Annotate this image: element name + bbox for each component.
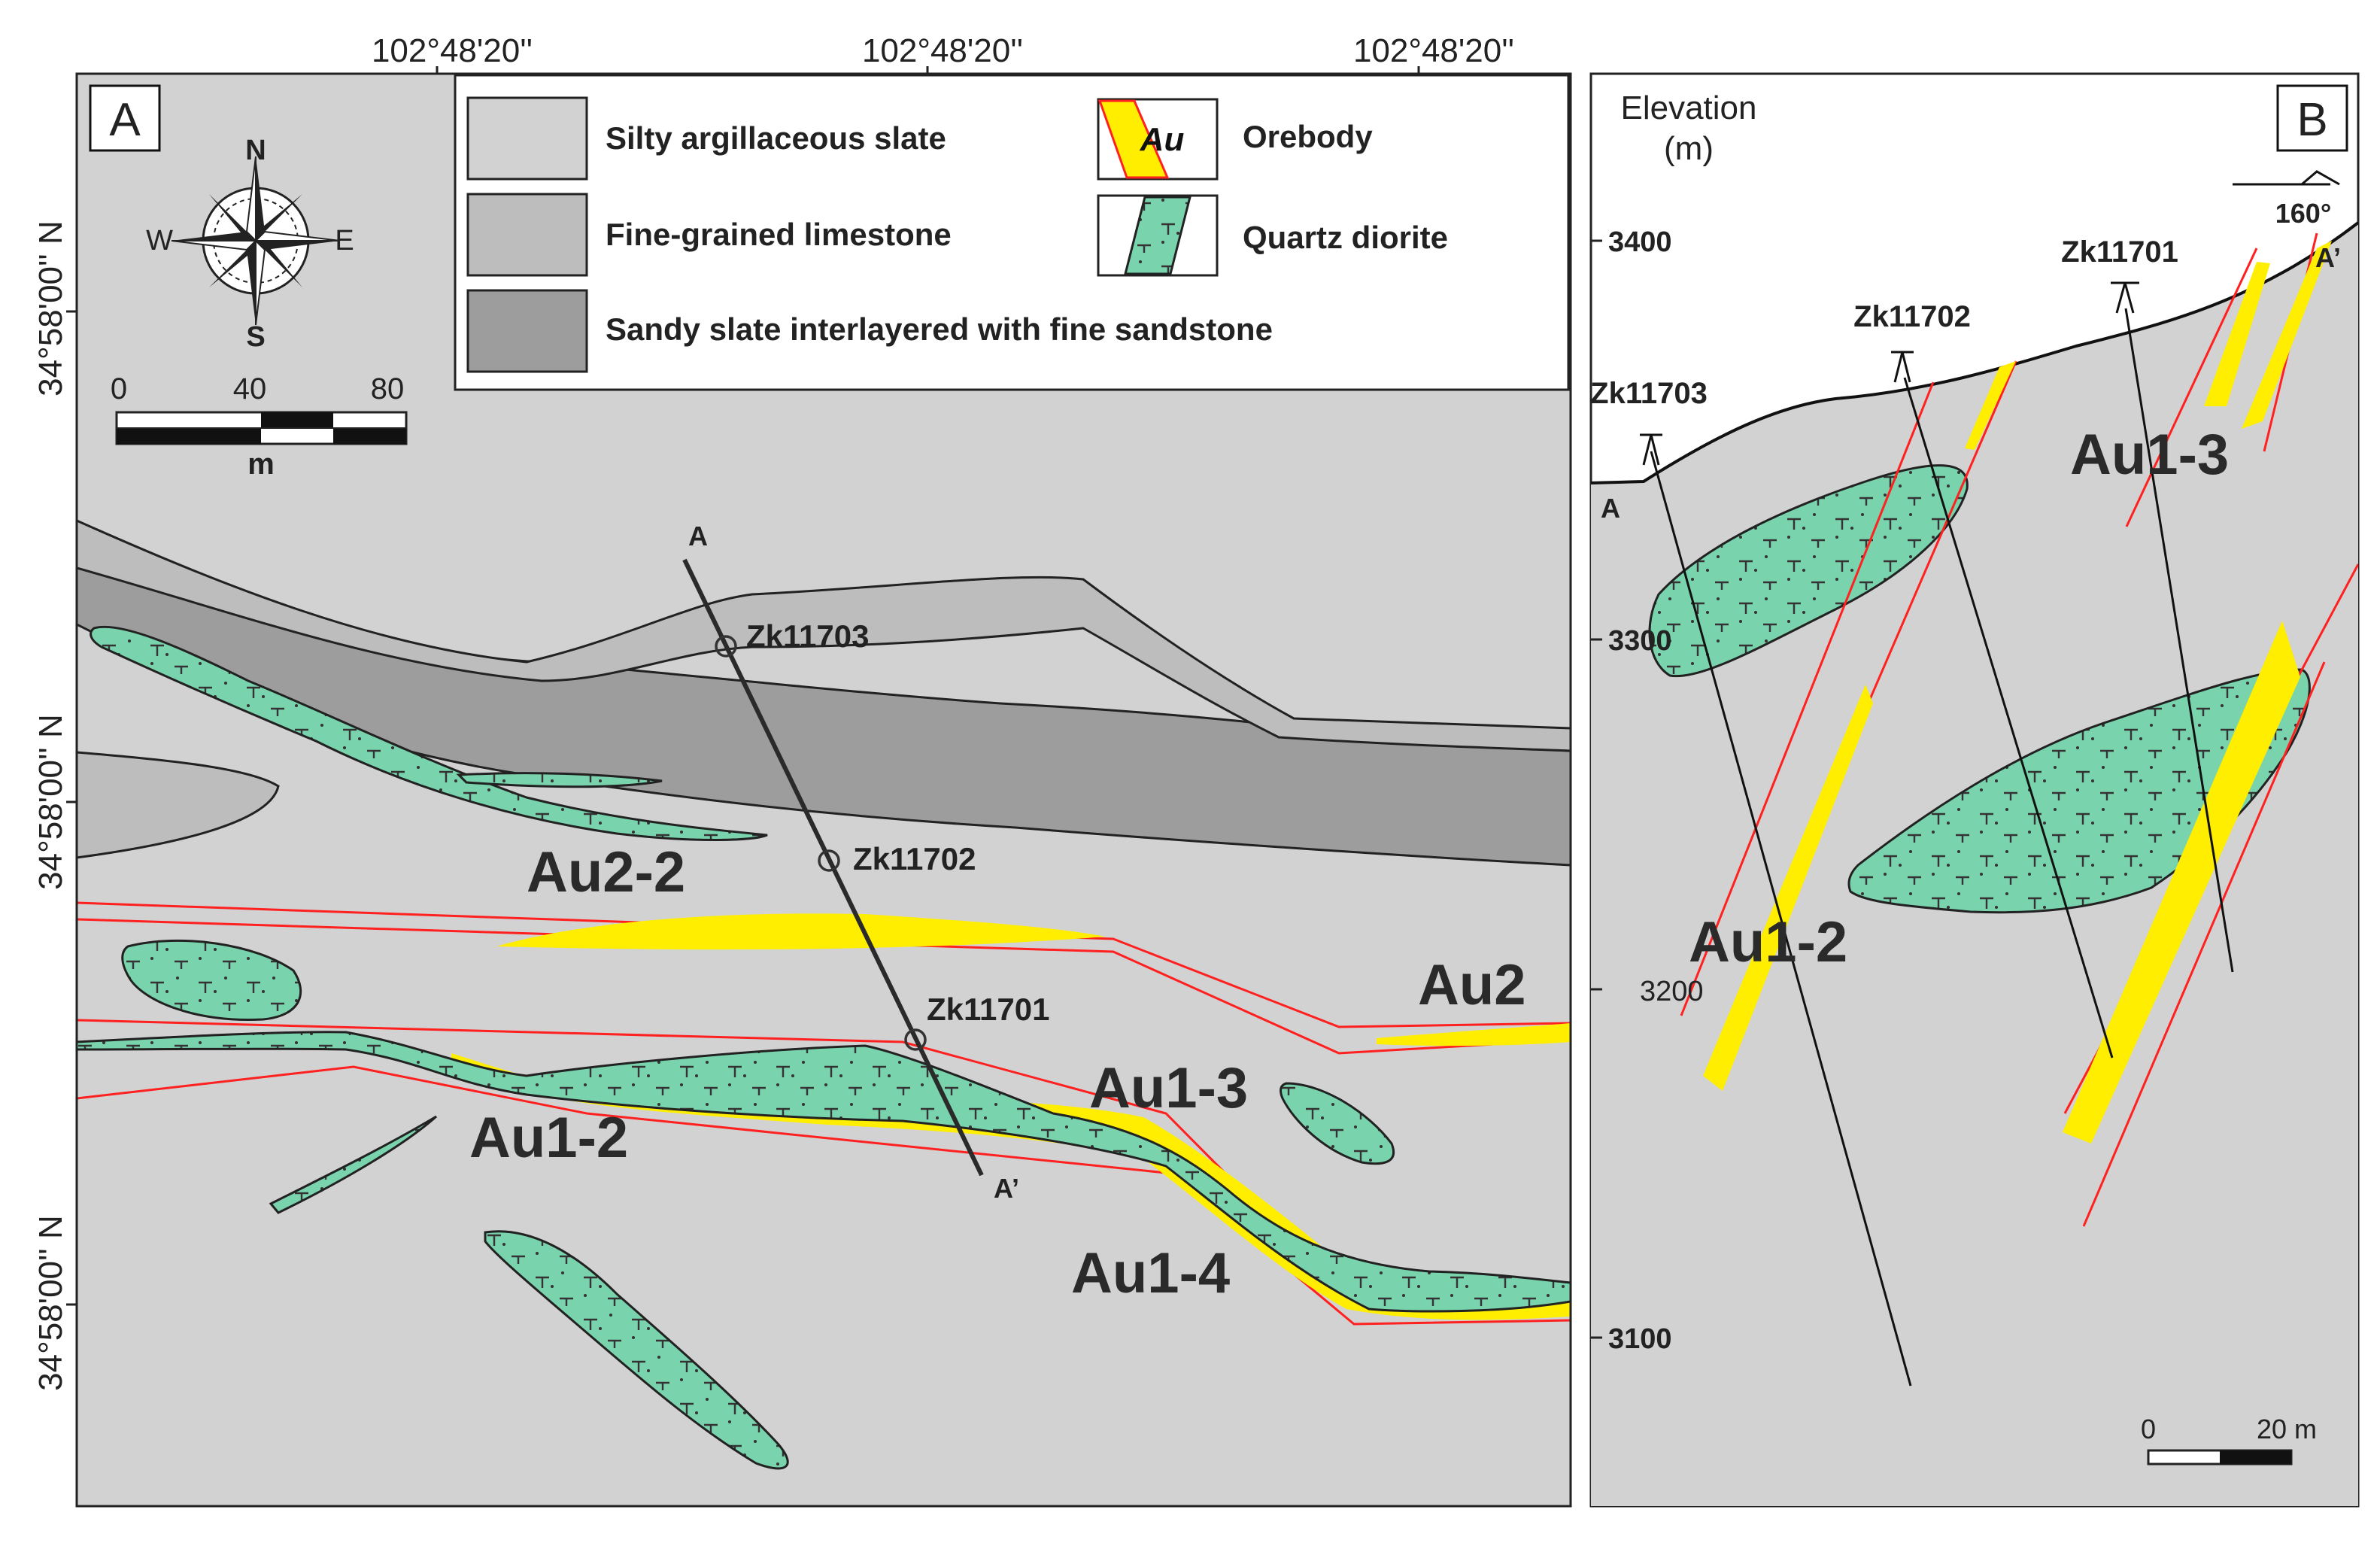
drillhole-zk11701-marker — [904, 1028, 927, 1051]
diorite-thin-dyke — [269, 1115, 438, 1214]
section-orebody-upper-1 — [1965, 361, 2016, 450]
section-orebody-au1-3 — [2063, 621, 2300, 1144]
drillhole-zk11702-marker — [818, 849, 840, 872]
top-coord-3: 102°48'20'' — [1353, 32, 1514, 69]
legend-label-limestone: Fine-grained limestone — [606, 217, 952, 252]
section-drillhole-collars — [1640, 281, 2139, 466]
panel-b-label: B — [2297, 94, 2327, 146]
scale-bar-a — [115, 411, 408, 445]
elevation-3200: 3200 — [1640, 976, 1704, 1007]
drillhole-zk11703-marker — [715, 635, 737, 658]
legend-orebody-symbol: Au — [1140, 121, 1185, 158]
legend-label-orebody: Orebody — [1243, 119, 1373, 154]
drillhole-zk11702-label: Zk11702 — [853, 841, 976, 876]
legend-orebody-shape — [1097, 99, 1170, 179]
axis-title-unit: (m) — [1664, 130, 1714, 167]
scale-a-unit: m — [247, 448, 275, 481]
compass-e: E — [335, 225, 354, 257]
panel-a-label-box — [89, 84, 161, 152]
section-drillholes — [1650, 308, 2234, 1387]
topography-line — [1591, 221, 2358, 484]
diorite-central-band — [77, 1031, 1571, 1313]
orebody-label-au1-4: Au1-4 — [1071, 1241, 1230, 1305]
scale-bar-b — [2147, 1449, 2293, 1466]
elevation-3300: 3300 — [1608, 625, 1672, 657]
panel-b-section: Elevation (m) 3400 3300 3200 3100 B 160°… — [1589, 72, 2360, 1508]
section-start-label: A — [688, 521, 708, 551]
azimuth-icon — [2233, 170, 2340, 186]
top-coord-2: 102°48'20'' — [862, 32, 1023, 69]
axis-title-elevation: Elevation — [1620, 90, 1756, 126]
left-coord-2: 34°58'00'' N — [32, 714, 69, 890]
scale-b-tick-0: 0 — [2141, 1414, 2156, 1444]
scale-a-tick-40: 40 — [233, 372, 267, 405]
orebody-label-au1-3: Au1-3 — [1089, 1056, 1248, 1120]
legend: Silty argillaceous slate Fine-grained li… — [454, 74, 1570, 391]
orebody-label-au2-2: Au2-2 — [527, 840, 685, 904]
section-zk11703-label: Zk11703 — [1590, 377, 1708, 410]
panel-a-frame — [75, 72, 1572, 1508]
panel-a-map: 102°48'20'' 102°48'20'' 102°48'20'' 34°5… — [32, 32, 1572, 1508]
panel-b-label-box — [2276, 84, 2348, 152]
scale-a-tick-80: 80 — [371, 372, 405, 405]
legend-diorite-shape — [1124, 196, 1192, 275]
limestone-band — [77, 519, 1571, 752]
azimuth-label: 160° — [2275, 198, 2331, 229]
section-line-a-a — [682, 558, 984, 1177]
diorite-thin-lens — [456, 772, 663, 788]
legend-label-silty-slate: Silty argillaceous slate — [606, 120, 946, 156]
section-orebody-upper-3 — [2242, 241, 2332, 429]
section-orebody-upper-2 — [2204, 262, 2270, 406]
slate-lens — [77, 751, 280, 859]
legend-frame — [454, 74, 1570, 391]
compass-s: S — [246, 321, 265, 353]
section-label-au1-2: Au1-2 — [1689, 910, 1847, 974]
section-zk11701-label: Zk11701 — [2061, 235, 2178, 269]
scale-a-tick-0: 0 — [111, 372, 127, 405]
drillhole-zk11703-label: Zk11703 — [746, 618, 870, 654]
compass-w: W — [146, 225, 173, 257]
top-coord-1: 102°48'20'' — [372, 32, 533, 69]
orebody-au2 — [1377, 1023, 1571, 1046]
drillhole-zk11701-label: Zk11701 — [927, 992, 1050, 1027]
diorite-left-ellipse — [121, 939, 302, 1022]
legend-swatch-sandy-slate — [466, 289, 588, 373]
orebody-label-au2: Au2 — [1418, 953, 1526, 1017]
left-coord-3: 34°58'00'' N — [32, 1215, 69, 1391]
section-label-au1-3: Au1-3 — [2070, 423, 2229, 487]
diorite-small-ellipse — [1280, 1082, 1395, 1165]
left-coord-1: 34°58'00'' N — [32, 220, 69, 396]
legend-label-sandy-slate: Sandy slate interlayered with fine sands… — [606, 311, 1273, 347]
orebody-label-au1-2: Au1-2 — [469, 1106, 628, 1170]
section-orebody-au1-2 — [1703, 685, 1873, 1091]
scale-b-tick-20: 20 m — [2257, 1414, 2317, 1444]
section-b-start: A — [1601, 493, 1620, 524]
diorite-lower-body — [484, 1230, 789, 1470]
section-zk11702-label: Zk11702 — [1853, 300, 1971, 333]
legend-swatch-limestone — [466, 193, 588, 277]
elevation-3400: 3400 — [1608, 226, 1672, 258]
compass-n: N — [245, 135, 266, 166]
orebody-au2-2 — [496, 913, 1106, 950]
section-b-end: A’ — [2315, 242, 2341, 273]
section-end-label: A’ — [994, 1173, 1019, 1204]
panel-a-label: A — [109, 94, 141, 146]
legend-swatch-silty-slate — [466, 96, 588, 181]
legend-label-diorite: Quartz diorite — [1243, 220, 1448, 255]
compass-rose-icon — [171, 156, 341, 326]
quartz-diorite-bodies — [77, 625, 1571, 1470]
section-orebodies — [1703, 241, 2332, 1144]
elevation-3100: 3100 — [1608, 1323, 1672, 1355]
diorite-upper-dyke — [90, 625, 768, 841]
